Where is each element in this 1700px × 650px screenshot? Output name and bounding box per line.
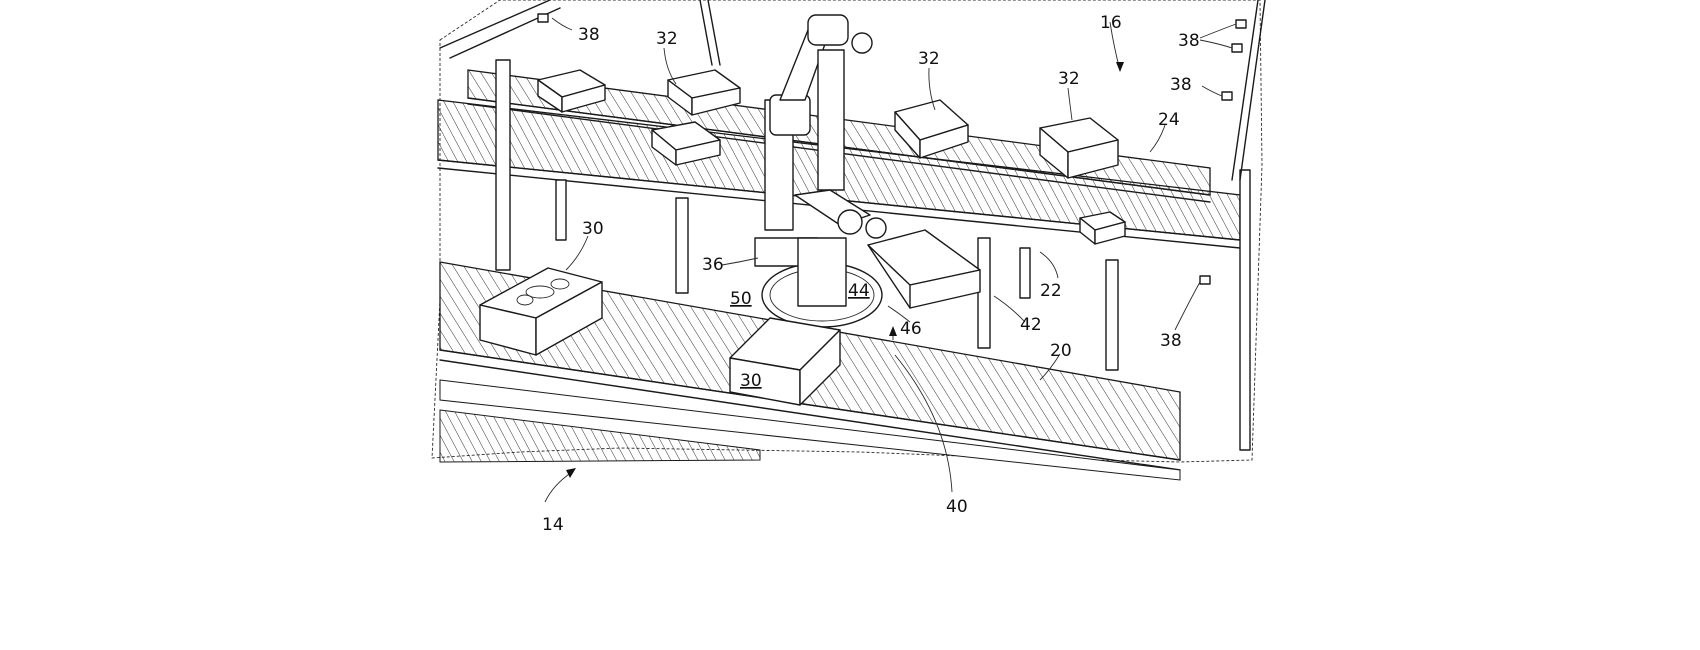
box-22-small: [1080, 212, 1125, 244]
label-24: 24: [1158, 110, 1180, 130]
label-38-right-b: 38: [1170, 75, 1192, 95]
label-40: 40: [946, 497, 968, 517]
camera-38-c: [1232, 44, 1242, 52]
label-38-right-a: 38: [1178, 31, 1200, 51]
label-46: 46: [900, 319, 922, 339]
label-38-bottom-right: 38: [1160, 331, 1182, 351]
label-30-front: 30: [740, 371, 762, 391]
label-42: 42: [1020, 315, 1042, 335]
label-38-top-left: 38: [578, 25, 600, 45]
camera-38-b: [1236, 20, 1246, 28]
label-20: 20: [1050, 341, 1072, 361]
label-32-a: 32: [656, 29, 678, 49]
label-22: 22: [1040, 281, 1062, 301]
label-32-b: 32: [918, 49, 940, 69]
label-44: 44: [848, 281, 870, 301]
camera-38-e: [1200, 276, 1210, 284]
label-30-tote: 30: [582, 219, 604, 239]
camera-38-d: [1222, 92, 1232, 100]
label-36: 36: [702, 255, 724, 275]
label-50: 50: [730, 289, 752, 309]
label-32-c: 32: [1058, 69, 1080, 89]
label-14: 14: [542, 515, 564, 535]
label-16: 16: [1100, 13, 1122, 33]
camera-38-a: [538, 14, 572, 30]
chute: [868, 230, 980, 308]
